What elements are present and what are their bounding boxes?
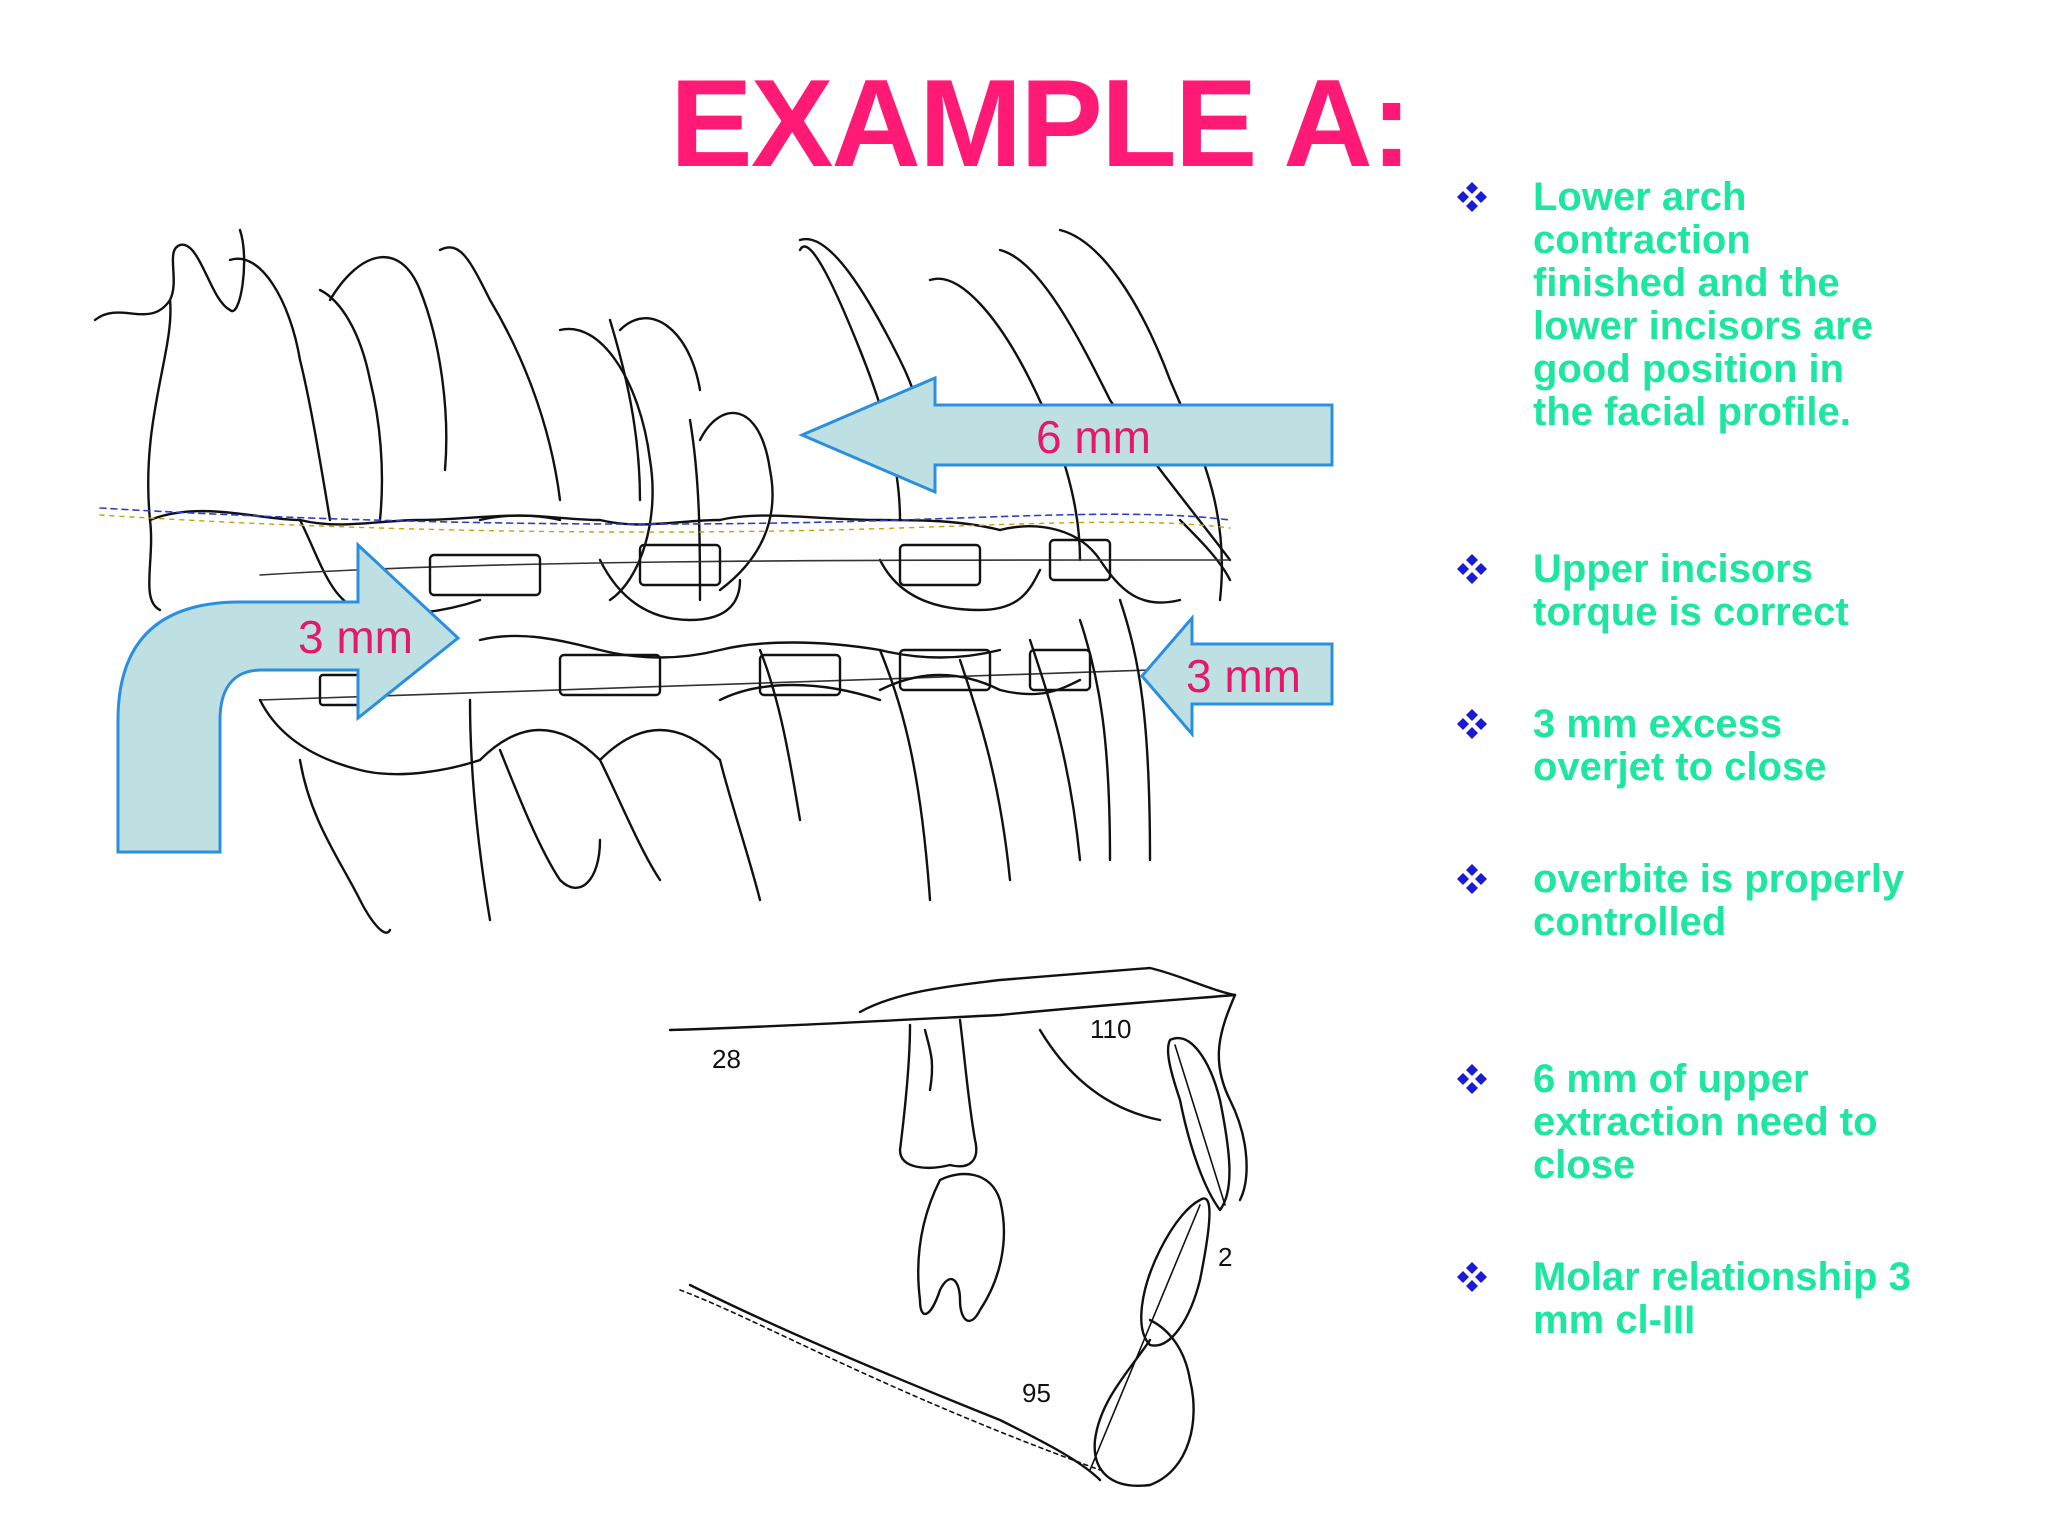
bullet-text: 6 mm of upper extraction need to close <box>1533 1057 1878 1187</box>
angle-label-110: 110 <box>1090 1014 1132 1044</box>
arrow-label-3mm-right: 3 mm <box>1186 650 1301 702</box>
four-diamond-bullet-icon <box>1455 703 1533 746</box>
bullet-item: 6 mm of upper extraction need to close <box>1455 1058 1915 1187</box>
four-diamond-bullet-icon <box>1455 1256 1533 1299</box>
angle-label-95: 95 <box>1022 1378 1051 1408</box>
arrow-6mm-left <box>798 375 1334 495</box>
four-diamond-bullet-icon <box>1455 548 1533 591</box>
bullet-item: 3 mm excess overjet to close <box>1455 703 1915 789</box>
arrow-3mm-curved <box>116 541 461 854</box>
cephalometric-tracing <box>668 966 1248 1487</box>
arrow-label-3mm-left: 3 mm <box>298 611 413 663</box>
angle-label-28: 28 <box>712 1044 741 1074</box>
slide-title: EXAMPLE A: <box>670 55 1412 193</box>
four-diamond-bullet-icon <box>1455 858 1533 901</box>
four-diamond-bullet-icon <box>1455 1058 1533 1101</box>
bullet-item: Lower arch contraction finished and the … <box>1455 176 1915 434</box>
arrow-label-6mm: 6 mm <box>1036 411 1151 463</box>
bullet-text: Molar relationship 3 mm cl-III <box>1533 1255 1911 1342</box>
incisor-value-label: 2 <box>1218 1242 1233 1272</box>
bullet-item: overbite is properly controlled <box>1455 858 1915 944</box>
bullet-item: Molar relationship 3 mm cl-III <box>1455 1256 1915 1342</box>
bullet-item: Upper incisors torque is correct <box>1455 548 1915 634</box>
bullet-text: 3 mm excess overjet to close <box>1533 702 1827 789</box>
arrow-3mm-right-to-left <box>1140 613 1334 739</box>
teeth-outline <box>93 228 1232 934</box>
bullet-text: Upper incisors torque is correct <box>1533 547 1849 634</box>
four-diamond-bullet-icon <box>1455 176 1533 219</box>
bullet-text: overbite is properly controlled <box>1533 857 1905 944</box>
bullet-text: Lower arch contraction finished and the … <box>1533 175 1874 434</box>
